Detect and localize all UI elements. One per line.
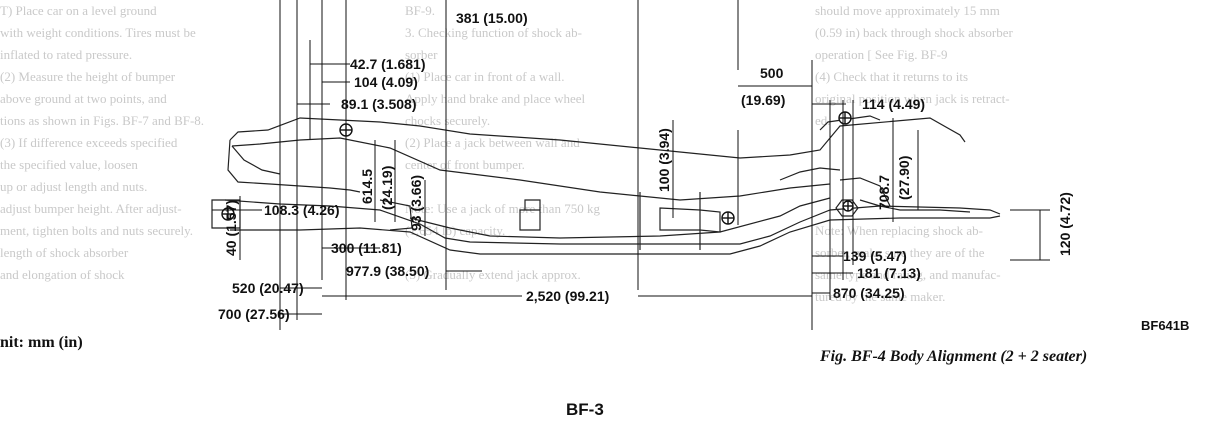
- background-text-right: should move approximately 15 mm (0.59 in)…: [815, 0, 1222, 308]
- dim-139: 139 (5.47): [843, 248, 907, 264]
- dimension-labels: 381 (15.00) 42.7 (1.681) 104 (4.09) 89.1…: [218, 10, 1073, 322]
- unit-label: nit: mm (in): [0, 334, 83, 352]
- page-number: BF-3: [566, 400, 604, 419]
- dim-104: 104 (4.09): [354, 74, 418, 90]
- dim-2520: 2,520 (99.21): [526, 288, 609, 304]
- dim-500: 500: [760, 65, 784, 81]
- background-text-line: ed.: [815, 113, 831, 128]
- background-text-line: sorber: [405, 47, 438, 62]
- frame-outline: [211, 115, 1001, 255]
- background-text-left: T) Place car on a level ground with weigh…: [0, 0, 250, 286]
- dim-381: 381 (15.00): [456, 10, 528, 26]
- dim-27-90: (27.90): [896, 156, 912, 200]
- background-text-line: operation [ See Fig. BF-9: [815, 47, 948, 62]
- dimension-lines: [212, 0, 1050, 330]
- background-text-line: up or adjust length and nuts.: [0, 179, 148, 194]
- dim-500-in: (19.69): [741, 92, 785, 108]
- background-text-line: sorber, make sure they are of the: [815, 245, 985, 260]
- dim-24-19: (24.19): [379, 166, 395, 210]
- dim-977-9: 977.9 (38.50): [346, 263, 429, 279]
- dim-614-5: 614.5: [359, 169, 375, 204]
- dim-42-7: 42.7 (1.681): [350, 56, 426, 72]
- background-text-line: length of shock absorber: [0, 245, 129, 260]
- background-text-line: with weight conditions. Tires must be: [0, 25, 196, 40]
- background-text-line: ment, tighten bolts and nuts securely.: [0, 223, 194, 238]
- background-text-line: (3) If difference exceeds specified: [0, 135, 178, 150]
- background-text-line: same type and rating, and manufac-: [815, 267, 1001, 282]
- background-text-line: the specified value, loosen: [0, 157, 138, 172]
- dim-93: 93 (3.66): [408, 175, 424, 231]
- background-text-line: chocks securely.: [405, 113, 491, 128]
- background-text-line: 3. Checking function of shock ab-: [405, 25, 582, 40]
- dim-700: 700 (27.56): [218, 306, 290, 322]
- background-text-line: should move approximately 15 mm: [815, 3, 1000, 18]
- reference-holes: [221, 111, 854, 225]
- background-text-line: (2) Measure the height of bumper: [0, 69, 176, 84]
- dim-120: 120 (4.72): [1057, 192, 1073, 256]
- background-text-line: (4) Check that it returns to its: [815, 69, 969, 84]
- background-text-line: original position when jack is retract-: [815, 91, 1010, 106]
- dim-870: 870 (34.25): [833, 285, 905, 301]
- background-text-line: tions as shown in Figs. BF-7 and BF-8.: [0, 113, 205, 128]
- background-text-line: adjust bumper height. After adjust-: [0, 201, 182, 216]
- dim-708-7: 708.7: [876, 175, 892, 210]
- figure-caption: Fig. BF-4 Body Alignment (2 + 2 seater): [820, 348, 1088, 365]
- background-text-line: and elongation of shock: [0, 267, 125, 282]
- figure-code: BF641B: [1141, 318, 1190, 333]
- background-text-line: Note: When replacing shock ab-: [815, 223, 983, 238]
- dim-108-3: 108.3 (4.26): [264, 202, 340, 218]
- dim-100: 100 (3.94): [656, 128, 672, 192]
- dim-181: 181 (7.13): [857, 265, 921, 281]
- background-text-line: Note: Use a jack of more than 750 kg: [405, 201, 600, 216]
- background-text-line: inflated to rated pressure.: [0, 47, 133, 62]
- dim-300: 300 (11.81): [331, 240, 402, 256]
- background-text-line: BF-9.: [405, 3, 435, 18]
- background-text-line: Apply hand brake and place wheel: [405, 91, 586, 106]
- background-text-line: T) Place car on a level ground: [0, 3, 157, 18]
- dim-520: 520 (20.47): [232, 280, 304, 296]
- background-text-line: tured by the same maker.: [815, 289, 946, 304]
- background-text-line: (1) Place car in front of a wall.: [405, 69, 565, 84]
- background-text-line: (0.59 in) back through shock absorber: [815, 25, 1013, 40]
- dim-89-1: 89.1 (3.508): [341, 96, 417, 112]
- dim-40: 40 (1.57): [223, 200, 239, 256]
- background-text-line: above ground at two points, and: [0, 91, 167, 106]
- dim-114: 114 (4.49): [862, 96, 925, 112]
